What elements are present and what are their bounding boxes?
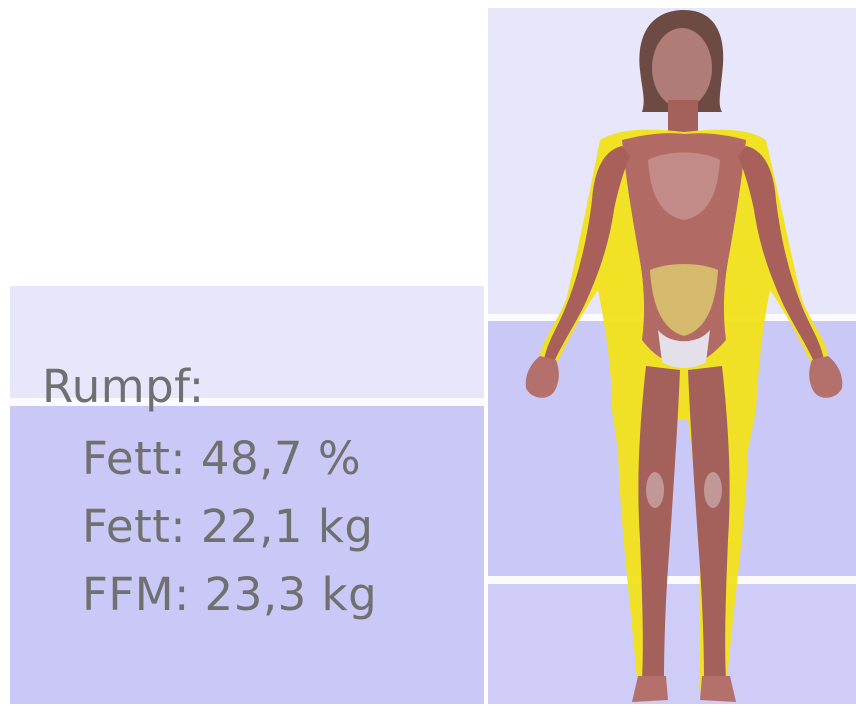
fett-percent-value: Fett: 48,7 % — [82, 436, 361, 481]
left-knee — [646, 472, 664, 508]
right-leg — [688, 366, 730, 680]
human-body-fat-distribution-icon — [488, 0, 856, 709]
left-foot — [632, 676, 668, 702]
left-leg — [638, 366, 680, 680]
fett-kg-value: Fett: 22,1 kg — [82, 504, 374, 549]
face — [652, 28, 712, 108]
neck — [668, 100, 698, 134]
left-hand — [526, 356, 559, 398]
right-foot — [700, 676, 736, 702]
right-hand — [809, 356, 842, 398]
right-knee — [704, 472, 722, 508]
rumpf-heading: Rumpf: — [42, 364, 205, 409]
ffm-kg-value: FFM: 23,3 kg — [82, 572, 377, 617]
